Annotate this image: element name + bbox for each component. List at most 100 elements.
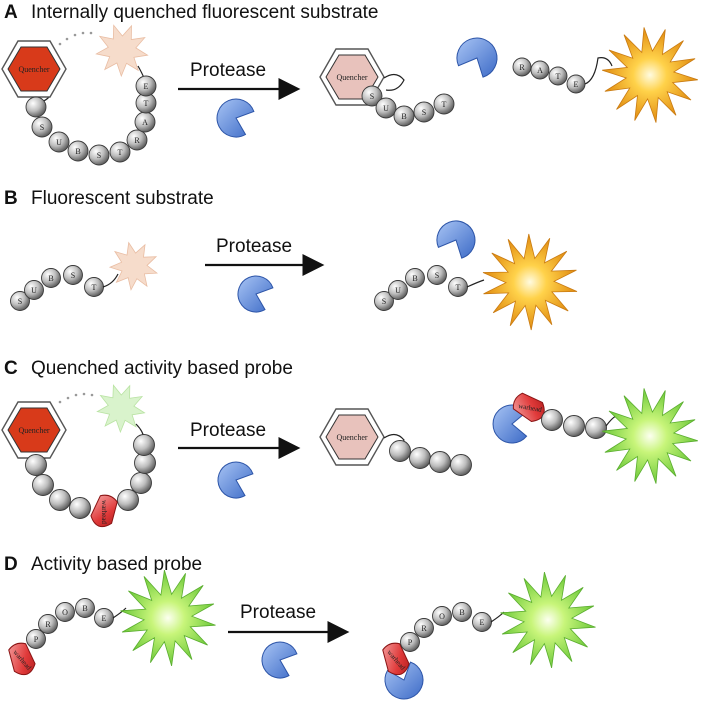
bead — [585, 417, 607, 439]
bead: B — [405, 268, 425, 288]
bead-letter: S — [370, 92, 374, 101]
bead: B — [41, 268, 61, 288]
bead-letter: T — [456, 283, 461, 292]
bead: S — [374, 291, 394, 311]
protease-label-a: Protease — [190, 60, 266, 81]
bead-circle — [31, 116, 53, 138]
bead — [25, 96, 47, 118]
quencher-hexagon-icon: Quencher — [1, 401, 67, 459]
bead-circle — [361, 85, 383, 107]
bead-circle — [63, 265, 83, 285]
linker-fluor — [466, 279, 485, 288]
dot — [82, 392, 86, 396]
bead-circle — [563, 415, 585, 437]
bead-letter: B — [48, 274, 53, 283]
warhead-icon: warhead — [90, 494, 118, 528]
bead-letter: R — [421, 624, 427, 633]
panel-d-title: Activity based probe — [31, 554, 202, 575]
warhead-icon: warhead — [382, 642, 410, 676]
bead: E — [472, 612, 492, 632]
bead-circle — [400, 632, 420, 652]
bead-circle — [69, 497, 91, 519]
linker-fluor-cut — [584, 57, 613, 85]
bead — [117, 489, 139, 511]
bead — [25, 454, 47, 476]
bead-circle — [393, 105, 415, 127]
bead: S — [31, 116, 53, 138]
bead-letter: A — [142, 118, 148, 127]
bead-circle — [32, 474, 54, 496]
bead-letter: O — [62, 608, 68, 617]
bead-circle — [414, 618, 434, 638]
linker-quencher-cut — [383, 73, 405, 91]
bead: E — [94, 608, 114, 628]
bead-letter: S — [18, 297, 22, 306]
bead-circle — [409, 447, 431, 469]
bead: S — [427, 265, 447, 285]
bead-circle — [41, 268, 61, 288]
bead: T — [109, 141, 131, 163]
bead-letter: S — [71, 271, 75, 280]
warhead-icon: warhead — [8, 642, 36, 676]
panel-c-letter: C — [4, 358, 18, 379]
protease-pacman-icon — [384, 661, 424, 700]
bead: E — [566, 74, 586, 94]
bead-letter: S — [422, 108, 426, 117]
bead-letter: S — [435, 271, 439, 280]
quencher-label: Quencher — [18, 426, 49, 435]
dot — [65, 37, 69, 41]
bead-letter: S — [382, 297, 386, 306]
bead-letter: R — [45, 620, 51, 629]
bead-circle — [548, 66, 568, 86]
dot — [58, 42, 62, 46]
bead-letter: S — [40, 123, 44, 132]
bead: S — [413, 101, 435, 123]
protease-label-d: Protease — [240, 602, 316, 623]
dim-fluorophore-icon — [95, 24, 149, 78]
warhead-shape — [512, 392, 545, 423]
bead-letter: B — [75, 147, 80, 156]
bead-letter: U — [395, 286, 401, 295]
quenching-dots — [58, 31, 93, 46]
bead-letter: B — [82, 604, 87, 613]
linker-fluor — [112, 607, 127, 619]
bead-circle — [133, 434, 155, 456]
warhead-shape — [90, 494, 118, 528]
quencher-label: Quencher — [18, 65, 49, 74]
bead: O — [55, 602, 75, 622]
panel-d-letter: D — [4, 554, 18, 575]
bead-circle — [541, 409, 563, 431]
bead: U — [48, 131, 70, 153]
quencher-hexagon-icon: Quencher — [319, 408, 385, 466]
bead-letter: B — [401, 112, 406, 121]
bead-circle — [389, 440, 411, 462]
fluorophore-burst-icon — [500, 571, 596, 669]
protease-pacman-icon — [217, 461, 254, 499]
bead: T — [448, 277, 468, 297]
bead: T — [548, 66, 568, 86]
bead-circle — [67, 140, 89, 162]
bead-circle — [388, 280, 408, 300]
bead: R — [126, 129, 148, 151]
bead-letter: T — [118, 148, 123, 157]
bead — [541, 409, 563, 431]
protease-label-b: Protease — [216, 236, 292, 257]
bead: B — [67, 140, 89, 162]
bead — [563, 415, 585, 437]
bead: R — [414, 618, 434, 638]
bead-letter: B — [459, 608, 464, 617]
bead — [69, 497, 91, 519]
bead-circle — [429, 451, 451, 473]
protease-pacman-icon — [237, 275, 274, 313]
bead: S — [63, 265, 83, 285]
bead-letter: B — [412, 274, 417, 283]
bead — [130, 472, 152, 494]
bead-letter: A — [537, 66, 543, 75]
quencher-hexagon-icon: Quencher — [1, 40, 67, 98]
